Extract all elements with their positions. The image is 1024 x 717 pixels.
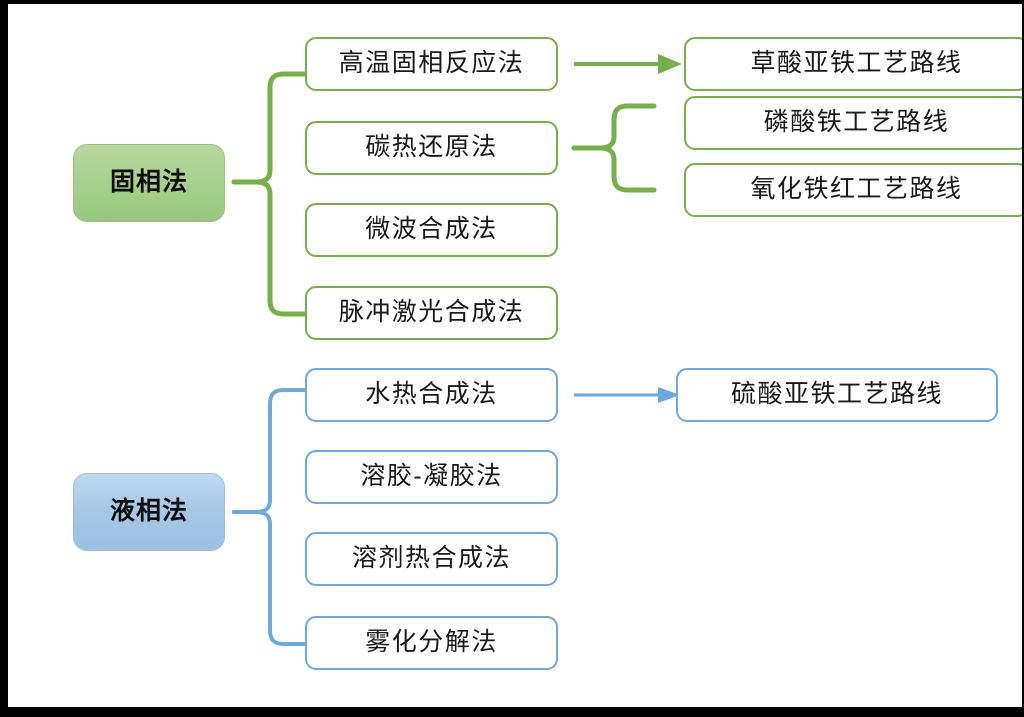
route-node-ferrous-sulfate-label: 硫酸亚铁工艺路线 bbox=[730, 380, 943, 409]
method-node-sol-gel[interactable]: 溶胶-凝胶法 bbox=[305, 450, 558, 504]
method-node-high-temp-solid-state[interactable]: 高温固相反应法 bbox=[305, 37, 558, 91]
method-node-solvothermal-synthesis-label: 溶剂热合成法 bbox=[351, 544, 511, 573]
method-node-pulsed-laser-synthesis-label: 脉冲激光合成法 bbox=[338, 298, 525, 327]
method-node-high-temp-solid-state-label: 高温固相反应法 bbox=[338, 49, 525, 78]
route-node-ferrous-oxalate[interactable]: 草酸亚铁工艺路线 bbox=[684, 37, 1022, 91]
method-node-microwave-synthesis[interactable]: 微波合成法 bbox=[305, 203, 558, 257]
arrow-head-oxalate bbox=[658, 54, 682, 74]
route-node-ferrous-sulfate[interactable]: 硫酸亚铁工艺路线 bbox=[676, 368, 998, 422]
route-node-iron-oxide-red-label: 氧化铁红工艺路线 bbox=[750, 175, 963, 204]
route-node-iron-phosphate-label: 磷酸铁工艺路线 bbox=[763, 108, 950, 137]
root-node-liquid-phase[interactable]: 液相法 bbox=[73, 473, 225, 551]
route-node-iron-phosphate[interactable]: 磷酸铁工艺路线 bbox=[684, 96, 1022, 150]
brace-liquid-phase-upper bbox=[232, 388, 306, 514]
route-node-iron-oxide-red[interactable]: 氧化铁红工艺路线 bbox=[684, 163, 1022, 217]
method-node-carbothermal-reduction[interactable]: 碳热还原法 bbox=[305, 121, 558, 175]
brace-carbothermal-upper bbox=[571, 103, 657, 151]
root-node-solid-phase[interactable]: 固相法 bbox=[73, 144, 225, 222]
method-node-hydrothermal-synthesis[interactable]: 水热合成法 bbox=[305, 368, 558, 422]
root-node-liquid-phase-label: 液相法 bbox=[109, 497, 188, 526]
method-node-solvothermal-synthesis[interactable]: 溶剂热合成法 bbox=[305, 532, 558, 586]
brace-solid-phase-lower bbox=[231, 179, 307, 317]
method-node-pulsed-laser-synthesis[interactable]: 脉冲激光合成法 bbox=[305, 286, 558, 340]
method-node-spray-decomposition[interactable]: 雾化分解法 bbox=[305, 616, 558, 670]
method-node-spray-decomposition-label: 雾化分解法 bbox=[365, 628, 498, 657]
brace-solid-phase bbox=[231, 71, 307, 185]
method-node-microwave-synthesis-label: 微波合成法 bbox=[365, 215, 498, 244]
root-node-solid-phase-label: 固相法 bbox=[109, 168, 188, 197]
route-node-ferrous-oxalate-label: 草酸亚铁工艺路线 bbox=[750, 49, 963, 78]
brace-carbothermal-lower bbox=[571, 145, 657, 193]
method-node-sol-gel-label: 溶胶-凝胶法 bbox=[360, 462, 503, 491]
diagram-canvas: 固相法 高温固相反应法 碳热还原法 微波合成法 脉冲激光合成法 草酸亚铁工艺路线… bbox=[8, 4, 1022, 707]
method-node-carbothermal-reduction-label: 碳热还原法 bbox=[365, 133, 498, 162]
brace-liquid-phase-lower bbox=[232, 510, 306, 646]
method-node-hydrothermal-synthesis-label: 水热合成法 bbox=[365, 380, 498, 409]
